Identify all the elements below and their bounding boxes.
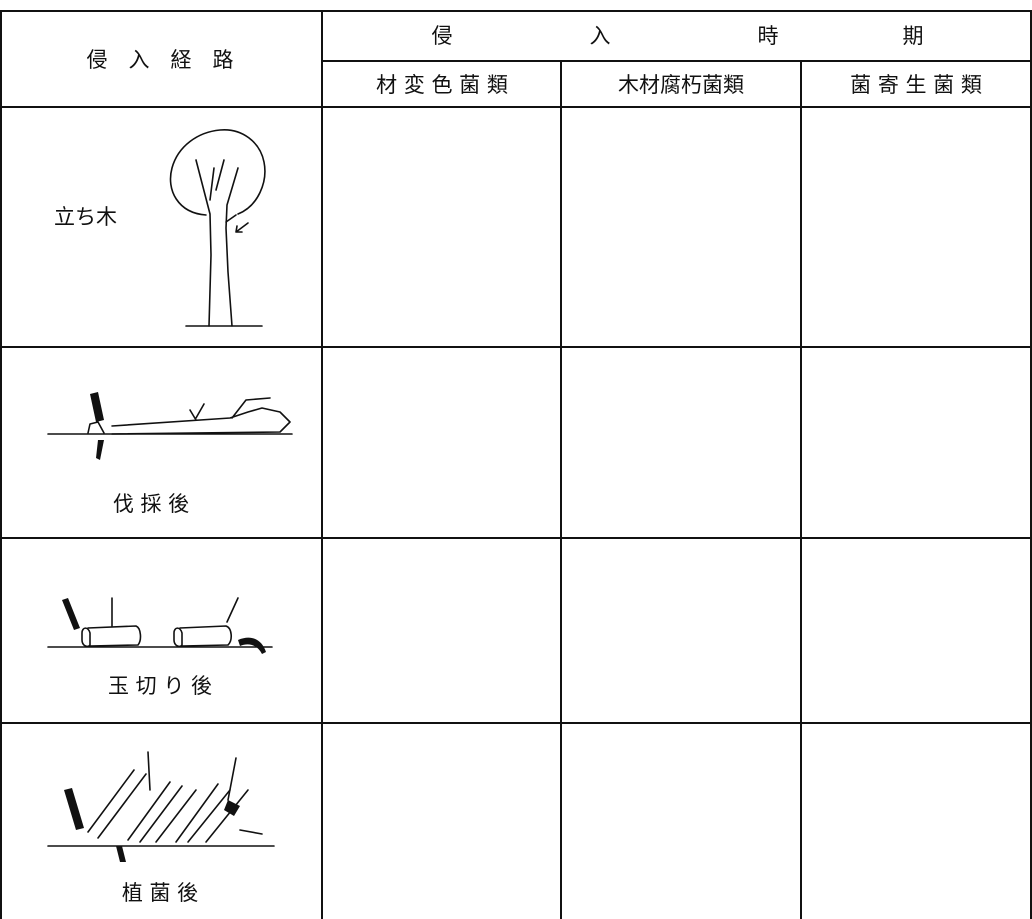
row-label-after-bucking: 玉 切 り 後 (107, 674, 213, 698)
time-header-char-1: 侵 (431, 24, 453, 48)
row-label-after-inoculation: 植 菌 後 (121, 881, 199, 905)
time-header-char-3: 時 (757, 24, 779, 48)
column-header-wood-staining-fungi: 材 変 色 菌 類 (376, 73, 508, 97)
column-header-mycoparasitic-fungi: 菌 寄 生 菌 類 (850, 73, 982, 97)
row-label-after-felling: 伐 採 後 (112, 492, 190, 516)
row-label-standing-tree: 立ち木 (54, 205, 117, 229)
time-header-char-4: 期 (902, 24, 924, 48)
route-header: 侵 入 経 路 (86, 48, 234, 72)
time-header-char-2: 入 (589, 24, 611, 48)
column-header-wood-decay-fungi: 木材腐朽菌類 (618, 73, 744, 97)
